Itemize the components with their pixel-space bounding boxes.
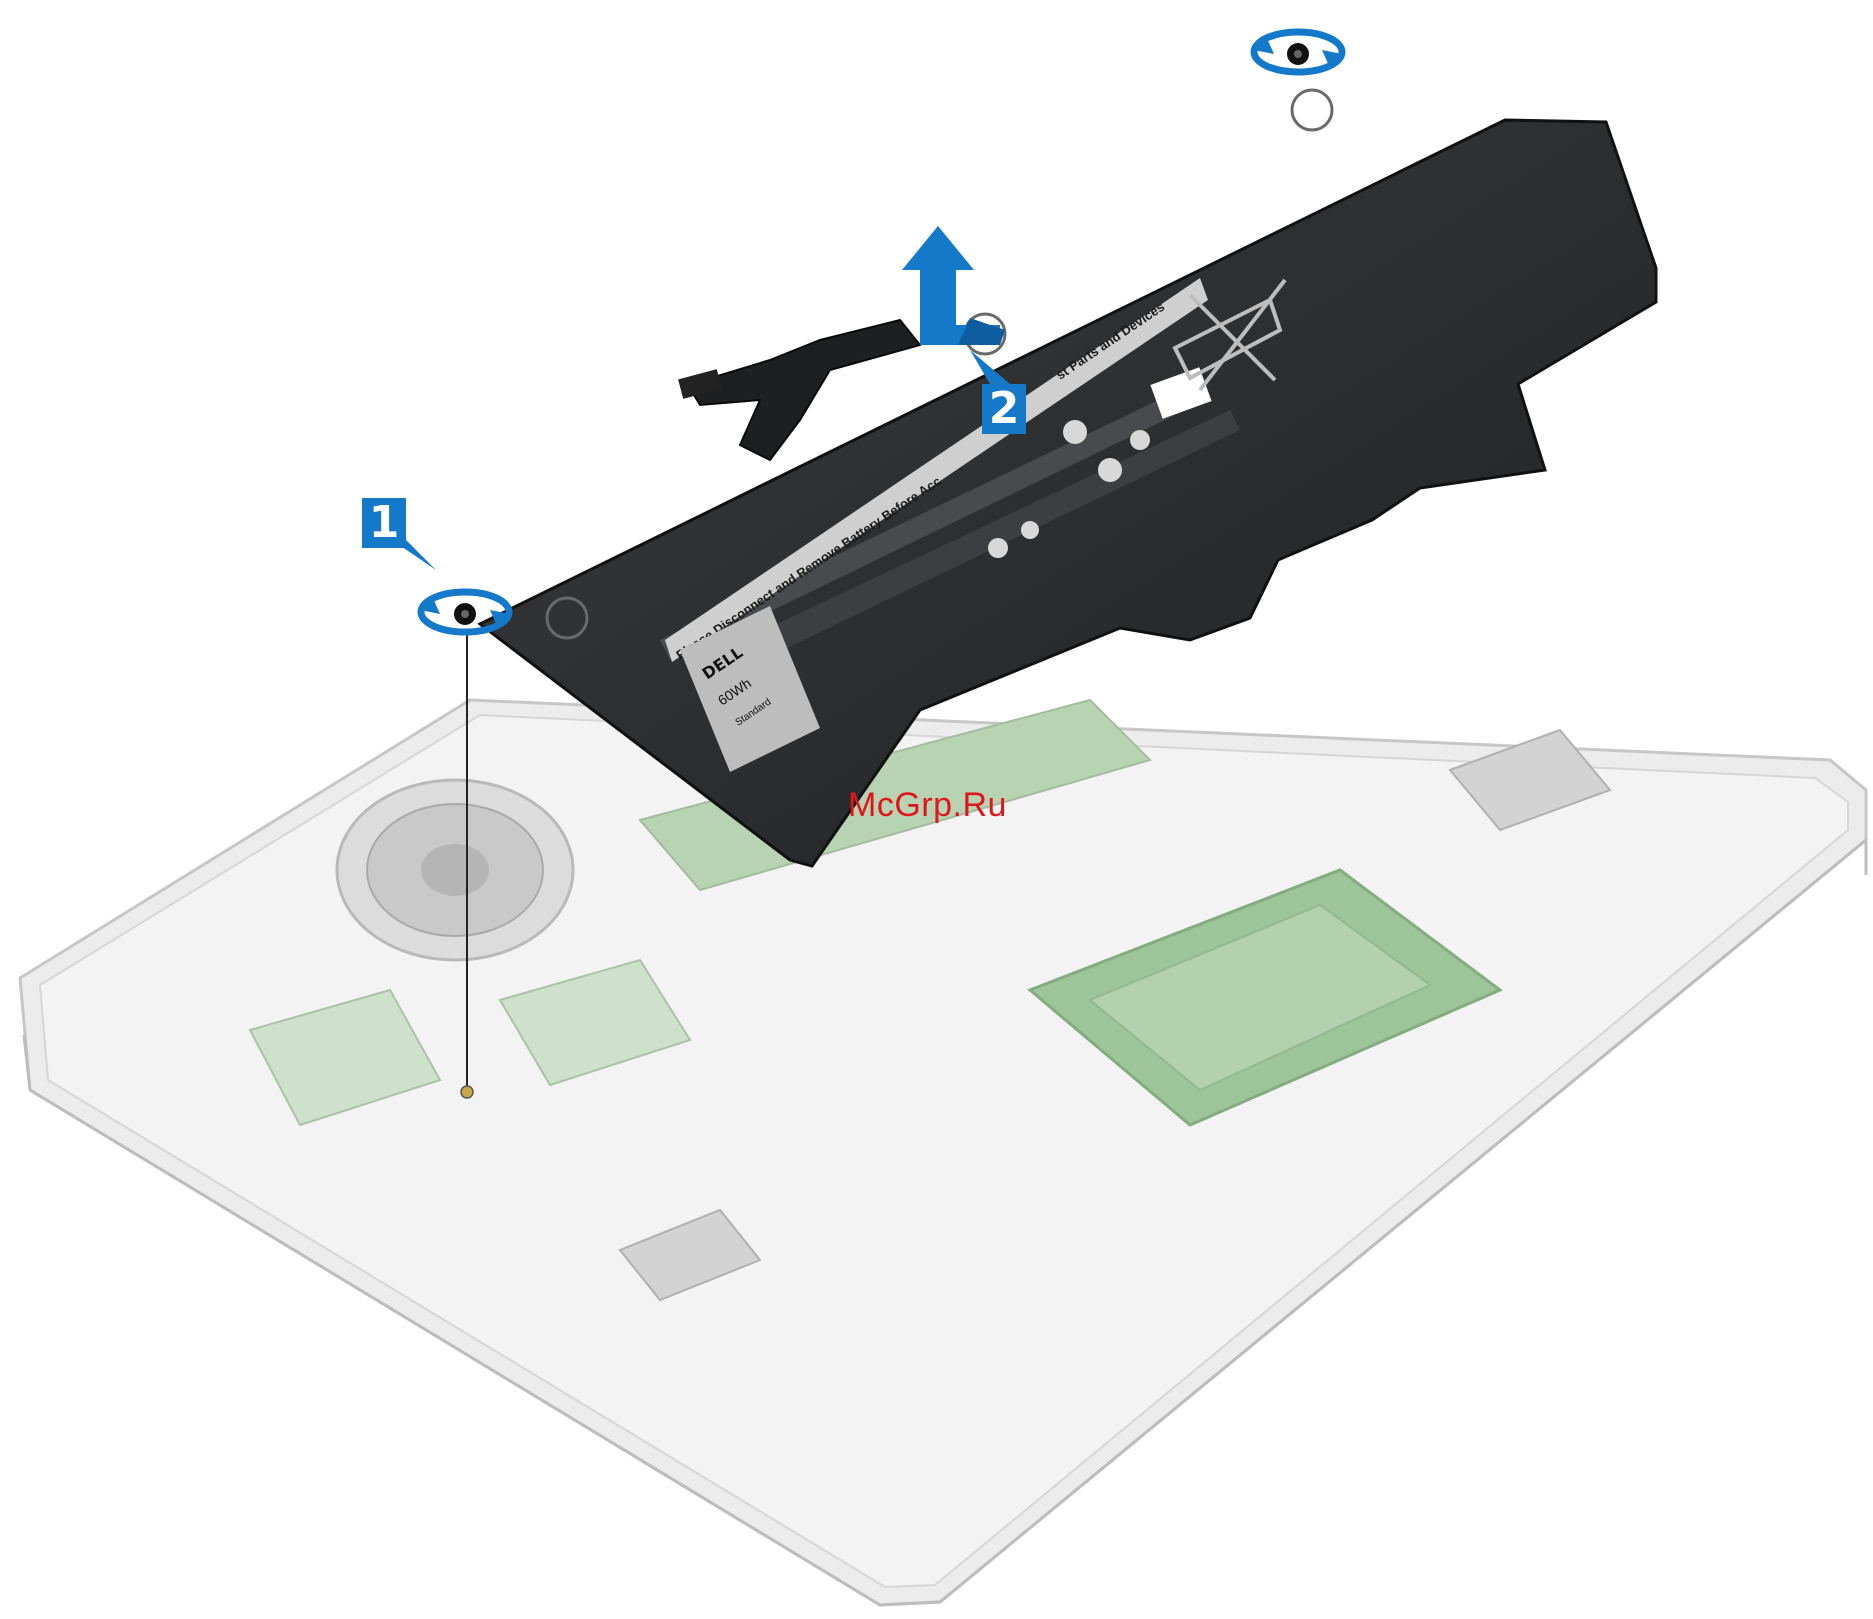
- cooling-fan: [337, 780, 573, 960]
- lift-arrow-icon: [902, 226, 1005, 345]
- screw-rotate-icon: [420, 592, 510, 632]
- watermark: McGrp.Ru: [848, 786, 1007, 825]
- screw-rotate-icon: [1254, 32, 1342, 72]
- step-2-callout: 2: [982, 384, 1026, 434]
- laptop-chassis: [20, 700, 1866, 1605]
- step-1-callout: 1: [362, 498, 406, 548]
